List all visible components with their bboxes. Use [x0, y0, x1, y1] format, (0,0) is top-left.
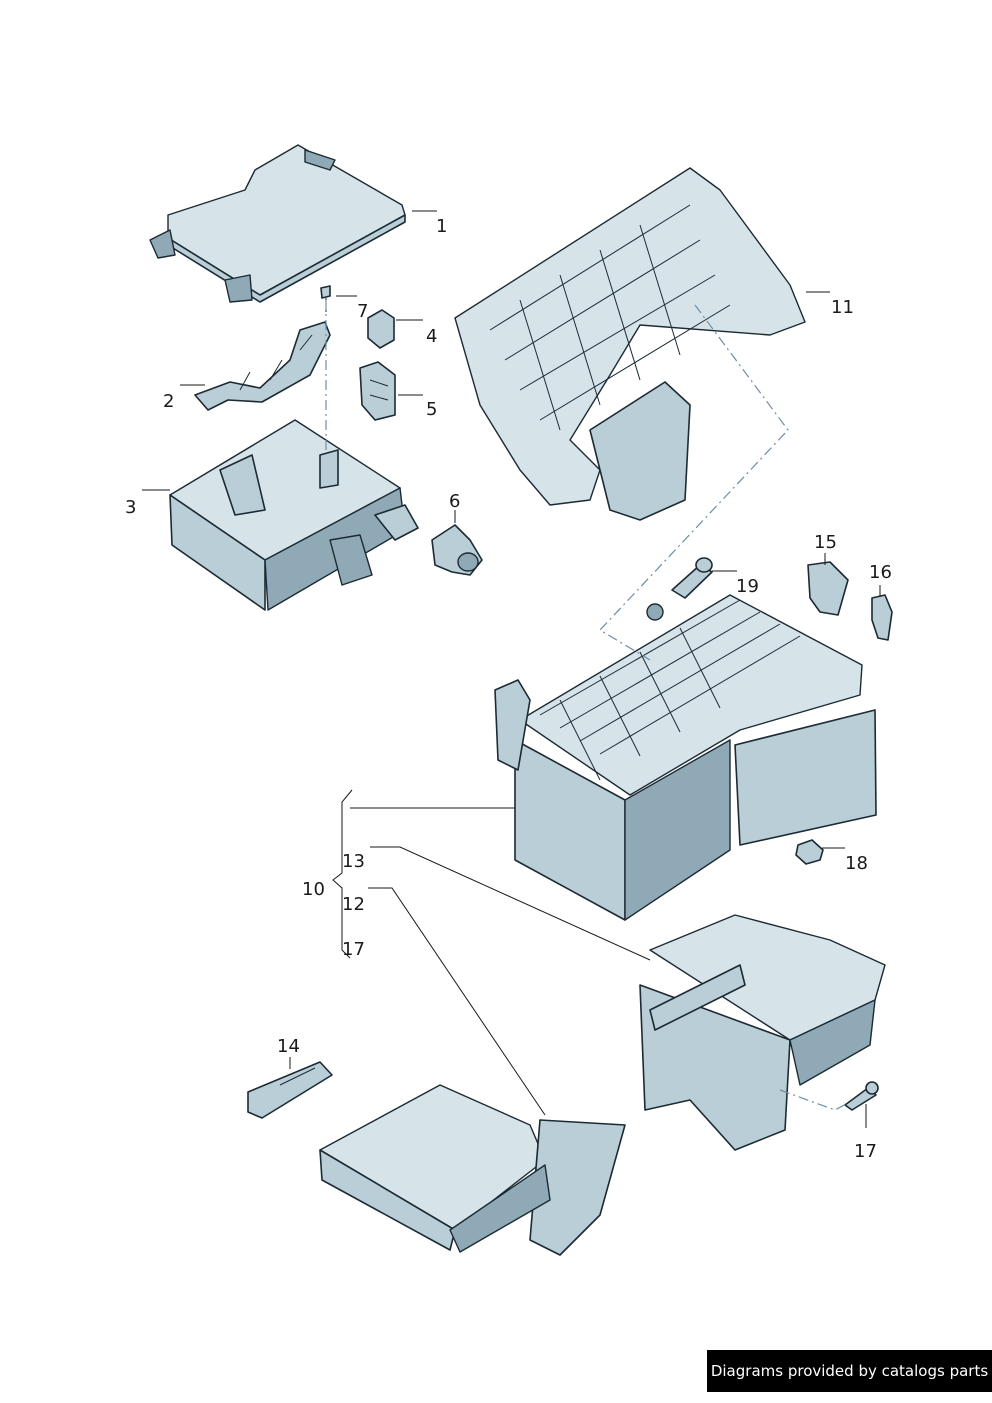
callout-19: 19 [736, 576, 759, 597]
leader-lines [142, 210, 881, 1128]
callout-11: 11 [831, 297, 854, 318]
part-10-battery-box [494, 594, 877, 921]
credit-banner: Diagrams provided by catalogs parts [707, 1350, 992, 1392]
part-2-bracket [194, 321, 331, 411]
part-11-carrier [454, 167, 806, 521]
part-16-fuse [871, 594, 893, 641]
callout-4: 4 [426, 326, 437, 347]
callout-labels: 1 2 3 4 5 6 7 10 11 12 13 14 15 16 17 17… [125, 216, 892, 1162]
callout-17-group: 17 [342, 939, 365, 960]
callout-17-screw: 17 [854, 1141, 877, 1162]
part-4-fuse [367, 309, 395, 349]
callout-14: 14 [277, 1036, 300, 1057]
callout-3: 3 [125, 497, 136, 518]
callout-2: 2 [163, 391, 174, 412]
part-15-fuse [807, 561, 849, 616]
part-17-screw [844, 1081, 879, 1111]
part-13-tray [639, 914, 886, 1151]
callout-18: 18 [845, 853, 868, 874]
part-12-tray [319, 1084, 626, 1256]
part-14-clip [247, 1061, 333, 1119]
part-5-holder [359, 361, 396, 421]
part-18-nut [795, 839, 824, 865]
callout-7: 7 [357, 301, 368, 322]
part-3-housing [169, 419, 419, 611]
callout-1: 1 [436, 216, 447, 237]
part-1-cover [149, 144, 406, 303]
callout-16: 16 [869, 562, 892, 583]
callout-15: 15 [814, 532, 837, 553]
connection-line-17-to-13 [779, 1089, 849, 1111]
callout-12: 12 [342, 894, 365, 915]
part-6-grommet [431, 524, 483, 576]
callout-6: 6 [449, 491, 460, 512]
callout-10: 10 [302, 879, 325, 900]
part-19-bolt [671, 557, 713, 599]
callout-5: 5 [426, 399, 437, 420]
callout-13: 13 [342, 851, 365, 872]
